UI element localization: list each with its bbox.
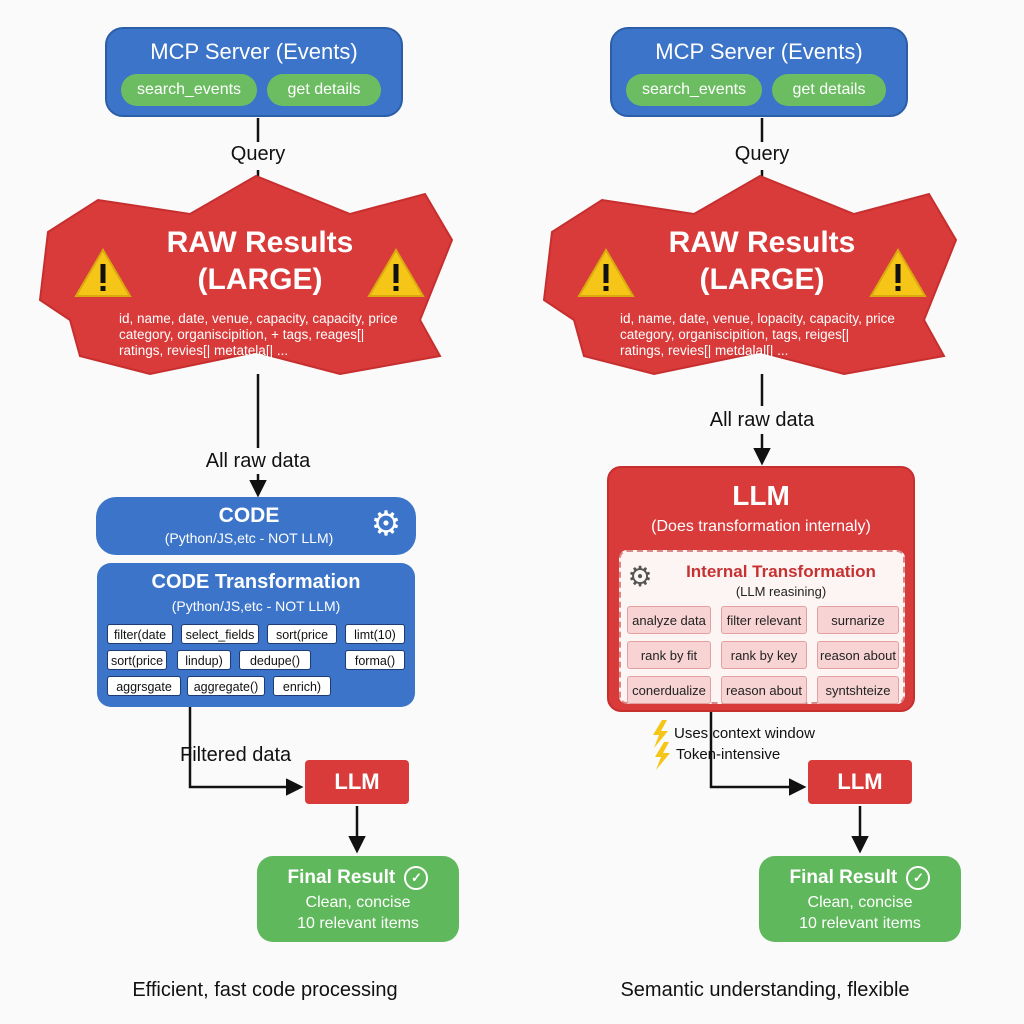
mcp-server-box-left: MCP Server (Events) search_events get de… [105, 27, 403, 117]
note-context-window: Uses context window [674, 725, 815, 742]
code-transformation-box: CODE Transformation (Python/JS,etc - NOT… [97, 563, 415, 707]
operation-chip: sort(price [107, 650, 167, 670]
final-result-title: Final Result ✓ [257, 866, 459, 890]
code-subtitle: (Python/JS,etc - NOT LLM) [164, 530, 334, 546]
arrow-right-llm-to-llm [709, 712, 807, 796]
warning-icon [367, 248, 425, 297]
mcp-server-title: MCP Server (Events) [655, 39, 863, 64]
reasoning-chip: rank by key [721, 641, 807, 669]
gear-icon: ⚙ [627, 561, 653, 592]
llm-box-left: LLM [305, 760, 409, 804]
operation-chip: aggregate() [187, 676, 265, 696]
tool-pill-search-events: search_events [121, 74, 257, 106]
operation-chip: enrich) [273, 676, 331, 696]
llm-title: LLM [732, 480, 790, 511]
edge-label-query: Query [734, 143, 790, 165]
operation-chip: aggrsgate [107, 676, 181, 696]
operation-chip: filter(date [107, 624, 173, 644]
raw-results-title: RAW Results (LARGE) [130, 224, 390, 298]
raw-results-title: RAW Results (LARGE) [632, 224, 892, 298]
raw-fields-line: category, organiscipition, + tags, reage… [119, 327, 365, 342]
reasoning-chip: syntshteize [817, 676, 899, 704]
final-result-title-text: Final Result [789, 867, 898, 889]
note-token-intensive: Token-intensive [676, 746, 781, 763]
lightning-icon [653, 720, 668, 748]
final-result-box-right: Final Result ✓ Clean, concise 10 relevan… [759, 856, 961, 942]
warning-icon [577, 248, 635, 297]
raw-fields-list: id, name, date, venue, capacity, capacit… [119, 311, 409, 359]
reasoning-chip: reason about [817, 641, 899, 669]
mcp-server-box-right: MCP Server (Events) search_events get de… [610, 27, 908, 117]
operation-chip: limt(10) [345, 624, 405, 644]
edge-label-all-raw-data: All raw data [205, 450, 311, 472]
final-result-box-left: Final Result ✓ Clean, concise 10 relevan… [257, 856, 459, 942]
tool-pill-get-details: get details [267, 74, 381, 106]
reasoning-chip: analyze data [627, 606, 711, 634]
internal-transformation-box: ⚙ Internal Transformation (LLM reasining… [619, 550, 905, 704]
code-transformation-title: CODE Transformation [151, 571, 361, 593]
code-transformation-subtitle: (Python/JS,etc - NOT LLM) [171, 598, 341, 614]
raw-results-shape-right [542, 174, 958, 376]
gear-icon: ⚙ [370, 505, 402, 543]
tool-pill-search-events: search_events [626, 74, 762, 106]
check-circle-icon: ✓ [906, 866, 931, 890]
mcp-server-title: MCP Server (Events) [150, 39, 358, 64]
raw-results-shape-left [38, 174, 454, 376]
final-result-title: Final Result ✓ [759, 866, 961, 890]
caption-right: Semantic understanding, flexible [620, 979, 910, 1001]
llm-transform-box: LLM (Does transformation internaly) ⚙ In… [607, 466, 915, 712]
lightning-icon [655, 742, 670, 770]
raw-fields-line: id, name, date, venue, capacity, capacit… [119, 311, 398, 326]
final-result-line: 10 relevant items [799, 915, 921, 932]
reasoning-chip: reason about [721, 676, 807, 704]
edge-label-query: Query [230, 143, 286, 165]
arrow-left-filtered-to-llm [188, 707, 304, 796]
edge-label-filtered-data: Filtered data [180, 744, 292, 766]
final-result-line: 10 relevant items [297, 915, 419, 932]
llm-subtitle: (Does transformation internaly) [651, 518, 871, 535]
warning-icon [74, 248, 132, 297]
raw-fields-list: id, name, date, venue, lopacity, capacit… [620, 311, 910, 359]
check-circle-icon: ✓ [404, 866, 429, 890]
tool-pill-get-details: get details [772, 74, 886, 106]
raw-fields-line: ratings, revies[| metdalal[| ... [620, 343, 789, 358]
reasoning-chip: conerdualize [627, 676, 711, 704]
raw-results-subtitle: (LARGE) [197, 263, 323, 296]
final-result-title-text: Final Result [287, 867, 396, 889]
raw-fields-line: ratings, revies[| metatela[| ... [119, 343, 289, 358]
reasoning-chip: filter relevant [721, 606, 807, 634]
reasoning-chip: rank by fit [627, 641, 711, 669]
operation-chip: select_fields [181, 624, 259, 644]
operation-chip: sort(price [267, 624, 337, 644]
raw-results-subtitle: (LARGE) [699, 263, 825, 296]
caption-left: Efficient, fast code processing [132, 979, 398, 1001]
raw-fields-line: category, organiscipition, tags, reiges[… [620, 327, 850, 342]
internal-transformation-title: Internal Transformation [686, 562, 876, 581]
warning-icon [869, 248, 927, 297]
operation-chip: lindup) [177, 650, 231, 670]
internal-transformation-subtitle: (LLM reasining) [735, 584, 827, 599]
reasoning-chip: surnarize [817, 606, 899, 634]
raw-results-title-text: RAW Results [166, 226, 354, 259]
code-box: CODE (Python/JS,etc - NOT LLM) ⚙ [96, 497, 416, 555]
raw-results-title-text: RAW Results [668, 226, 856, 259]
final-result-line: Clean, concise [305, 894, 411, 911]
code-title: CODE [218, 504, 280, 527]
edge-label-all-raw-data: All raw data [709, 409, 815, 431]
raw-fields-line: id, name, date, venue, lopacity, capacit… [620, 311, 895, 326]
operation-chip: dedupe() [239, 650, 311, 670]
final-result-line: Clean, concise [807, 894, 913, 911]
llm-box-right: LLM [808, 760, 912, 804]
operation-chip: forma() [345, 650, 405, 670]
